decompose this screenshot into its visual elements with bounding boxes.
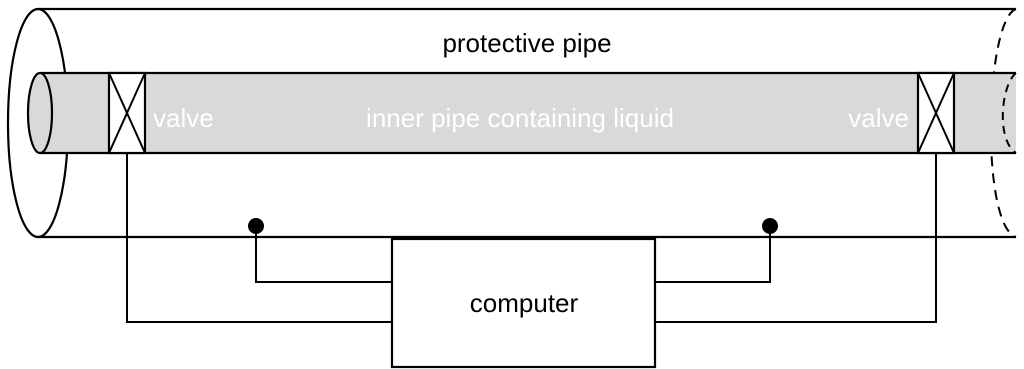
left-valve-cross-b xyxy=(108,72,146,154)
right-valve-label: valve xyxy=(848,103,909,133)
right-sensor-wire xyxy=(655,226,771,283)
protective-pipe-label: protective pipe xyxy=(442,28,611,58)
inner-pipe-label: inner pipe containing liquid xyxy=(366,103,674,133)
inner-pipe-liquid xyxy=(40,73,1016,153)
left-sensor-wire xyxy=(255,226,392,283)
left-valve xyxy=(107,71,147,155)
computer-label: computer xyxy=(470,288,579,318)
inner-pipe-left-end xyxy=(26,71,54,155)
left-valve-label: valve xyxy=(153,103,214,133)
right-valve-wire xyxy=(655,153,937,323)
inner-pipe-right-end xyxy=(1001,72,1017,154)
inner-pipe xyxy=(26,71,1017,155)
right-valve-cross-b xyxy=(917,72,955,154)
right-valve xyxy=(916,71,956,155)
computer-box xyxy=(390,237,657,369)
left-valve-wire xyxy=(126,153,392,323)
